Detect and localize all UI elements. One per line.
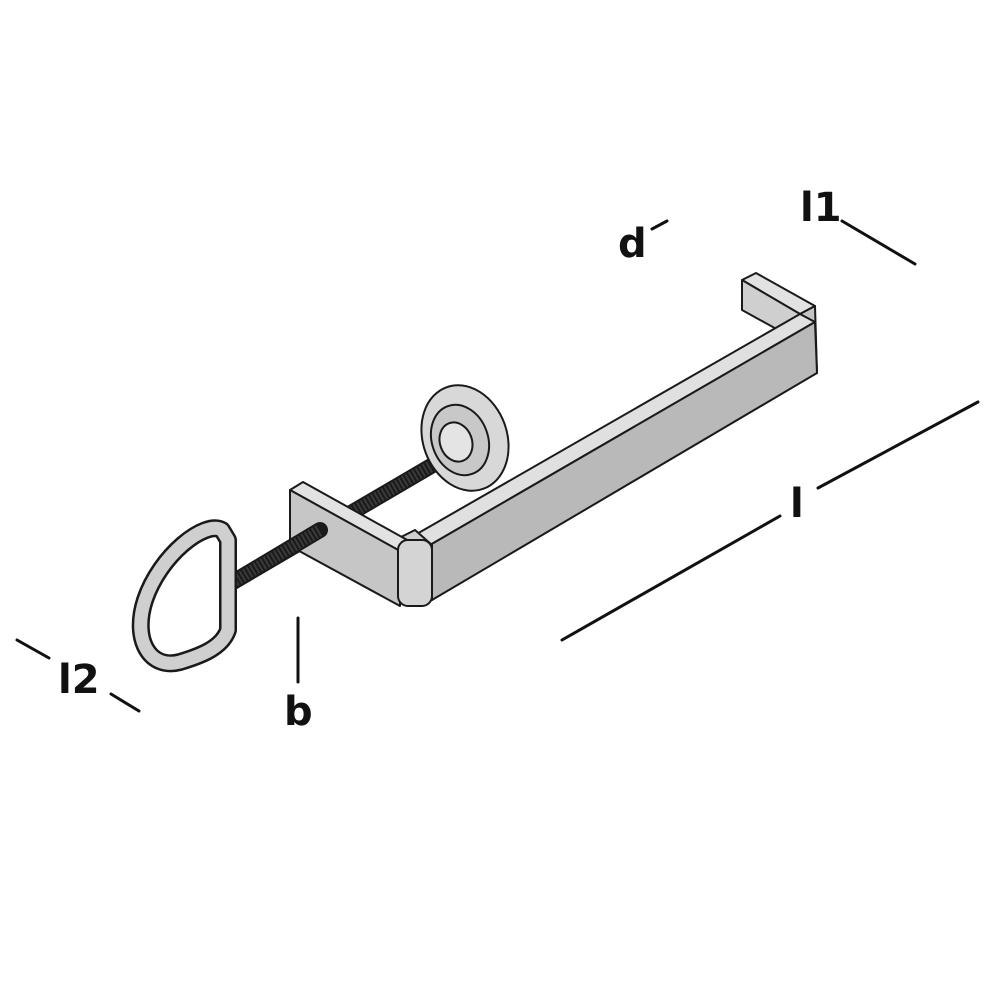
label-b: b xyxy=(284,689,313,735)
l2-dimension-line-left xyxy=(15,638,51,660)
pressure-pad xyxy=(420,384,510,492)
dimension-lines xyxy=(15,219,980,713)
label-d: d xyxy=(618,221,647,267)
front-jaw xyxy=(289,481,433,607)
threaded-rod-front xyxy=(220,522,328,593)
d-leader-line xyxy=(650,219,669,231)
l-dimension-line-upper xyxy=(816,400,980,490)
l-dimension-line-lower xyxy=(560,514,782,642)
label-l2: l2 xyxy=(58,657,100,703)
l2-dimension-line-right xyxy=(109,692,141,713)
d-ring-handle xyxy=(131,519,237,673)
label-l1: l1 xyxy=(800,185,842,231)
l1-dimension-line xyxy=(840,219,917,266)
label-l: l xyxy=(790,481,804,527)
